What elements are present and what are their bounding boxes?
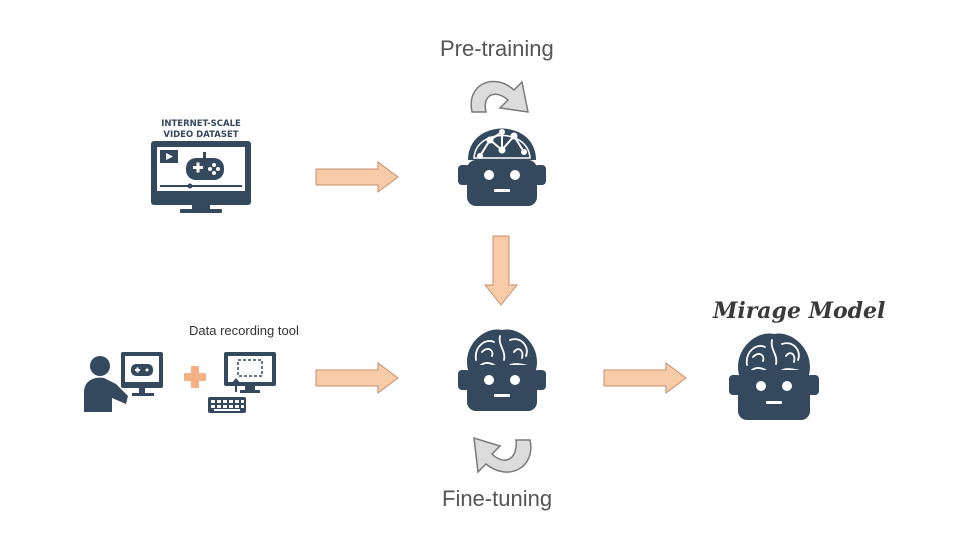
arrow-finetune-to-mirage <box>603 362 687 394</box>
mirage-model-title: Mirage Model <box>713 298 886 324</box>
video-dataset-icon: INTERNET-SCALE VIDEO DATASET <box>151 119 251 213</box>
plus-icon <box>184 366 206 388</box>
pretrain-robot-icon <box>458 128 546 206</box>
recording-tool-icon <box>208 352 276 413</box>
pretraining-loop-icon <box>470 80 529 113</box>
human-player-icon <box>84 352 163 412</box>
mirage-robot-icon <box>729 333 819 420</box>
arrow-dataset-to-pretrain <box>315 161 399 193</box>
finetuning-label: Fine-tuning <box>442 486 553 511</box>
recording-tool-label: Data recording tool <box>189 323 299 338</box>
dataset-label-line2: VIDEO DATASET <box>163 130 238 140</box>
arrow-pretrain-to-finetune <box>483 235 519 306</box>
dataset-label-line1: INTERNET-SCALE <box>161 119 241 129</box>
arrow-recording-to-finetune <box>315 362 399 394</box>
pretraining-label: Pre-training <box>440 36 554 61</box>
finetune-robot-icon <box>458 329 546 411</box>
finetuning-loop-icon <box>473 436 532 474</box>
